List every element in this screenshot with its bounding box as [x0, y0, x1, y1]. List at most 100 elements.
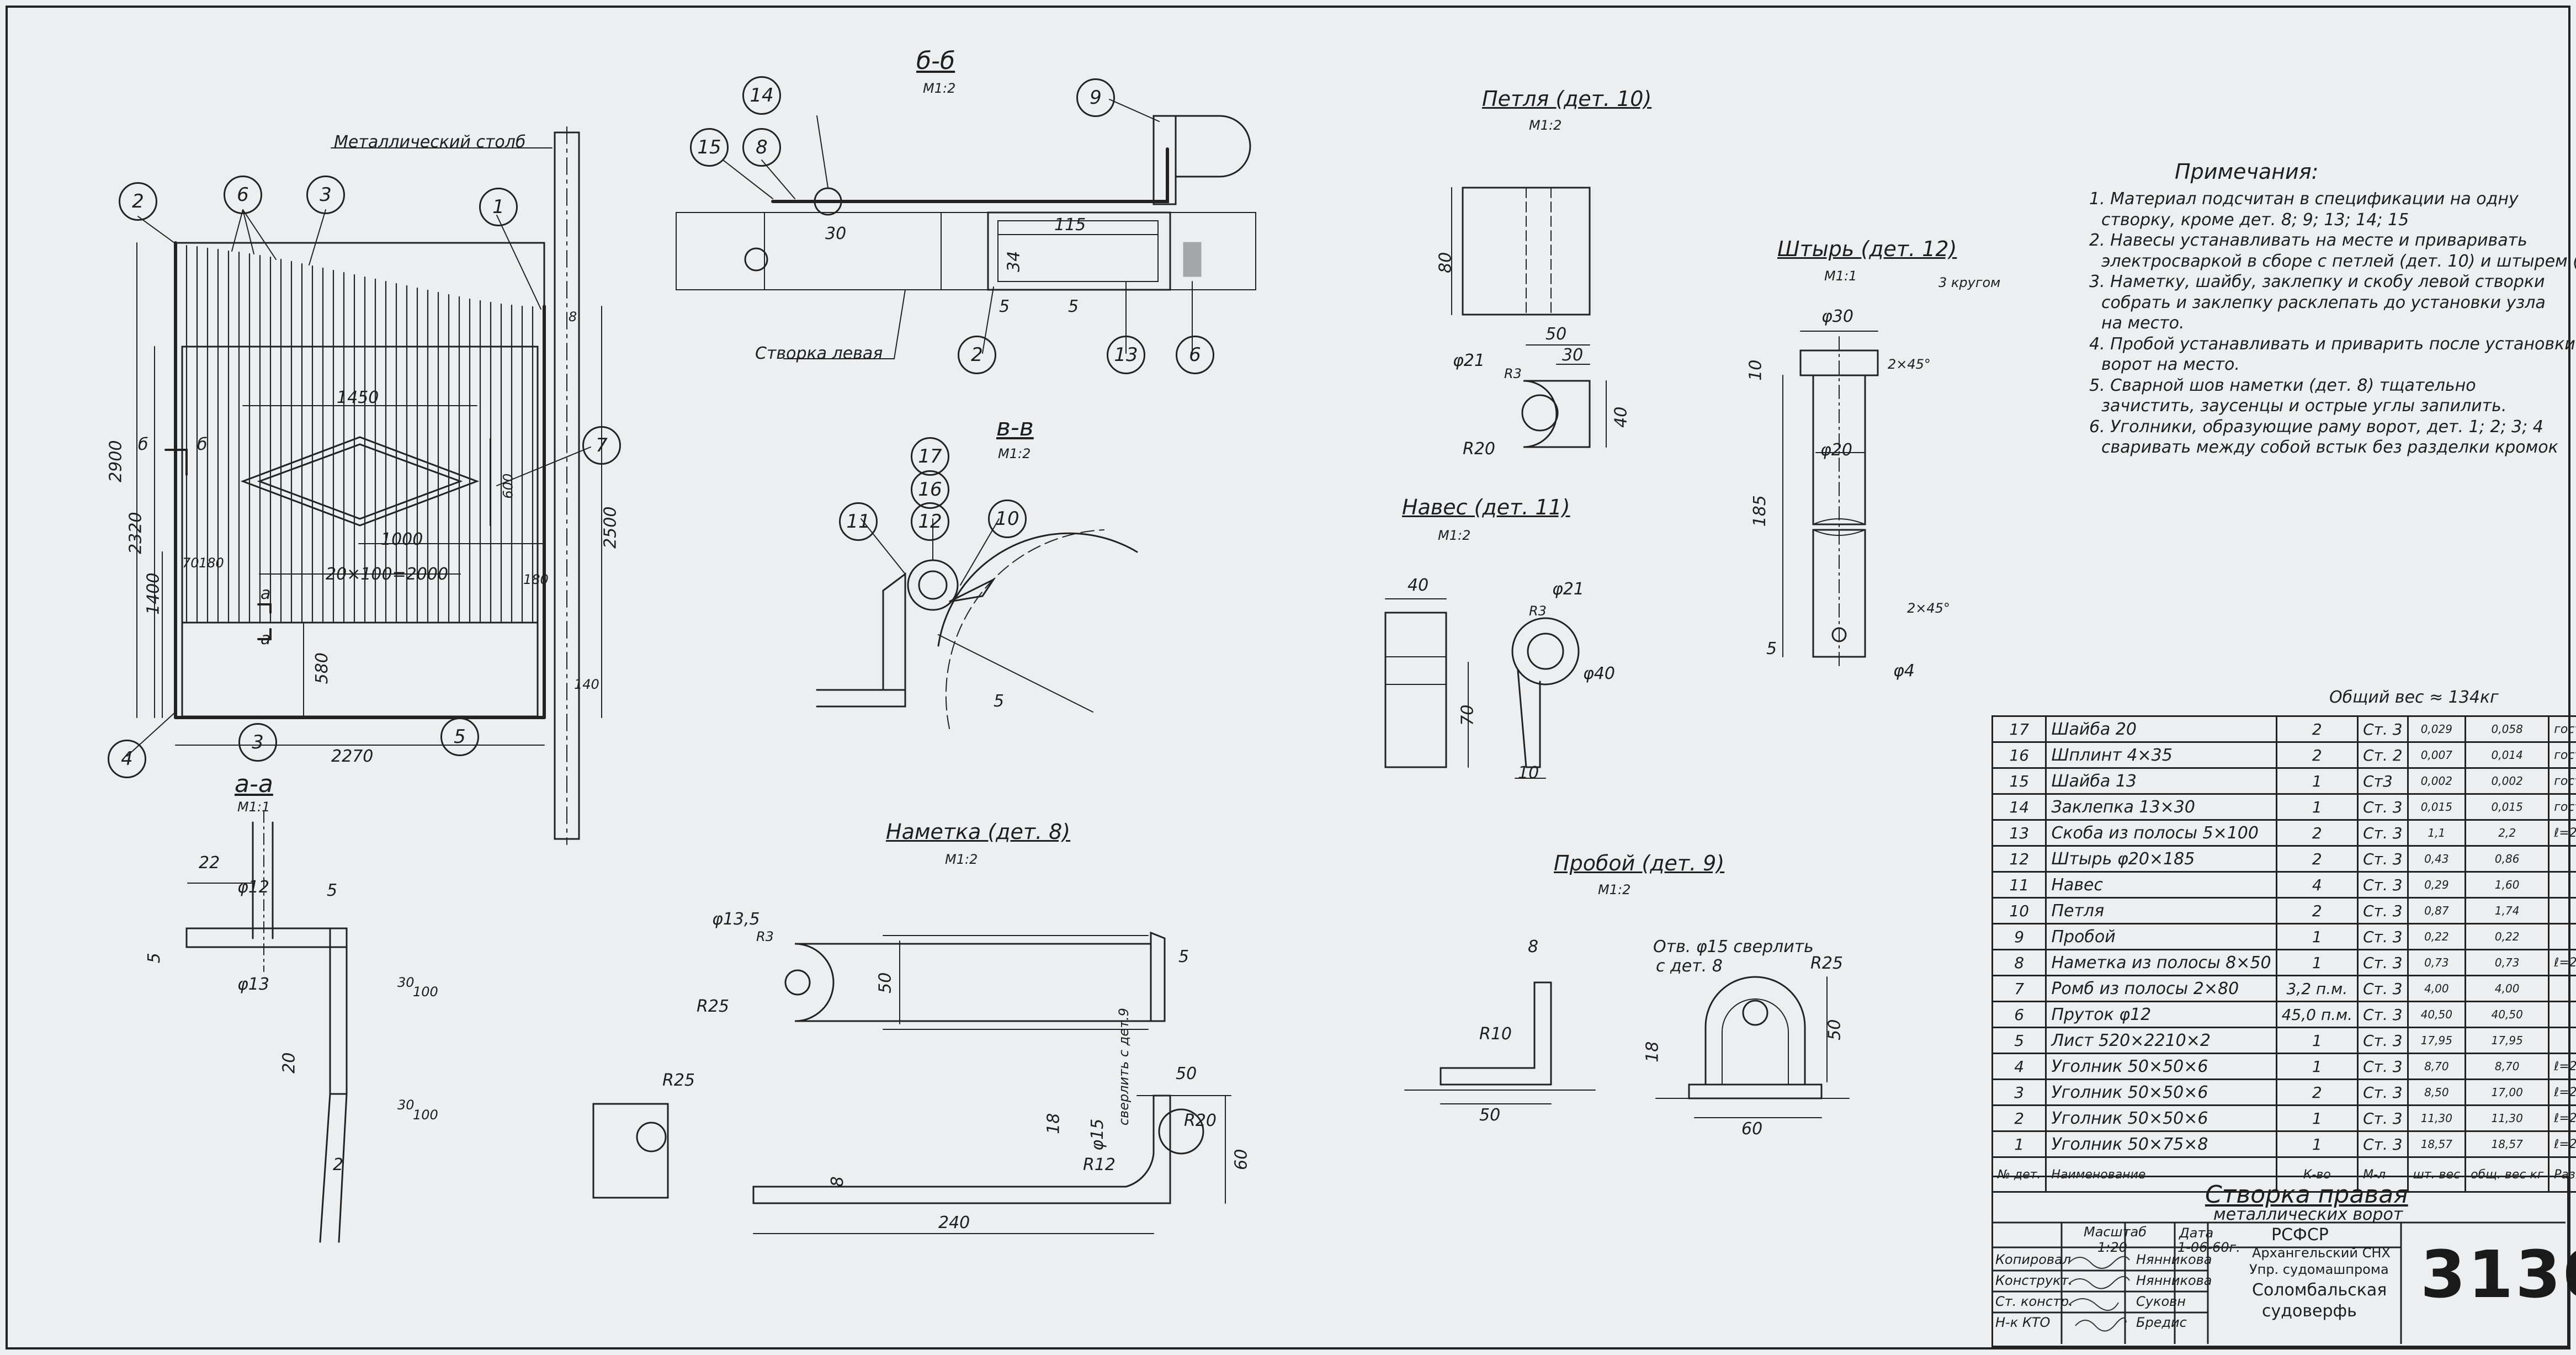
spec-cell-w1: 0,015 [2407, 793, 2467, 821]
spec-cell-w1: 18,57 [2407, 1130, 2467, 1158]
spec-cell-mat: Ст. 3 [2357, 949, 2409, 976]
callout-bubble: 13 [1107, 336, 1145, 374]
note-line: на место. [2101, 313, 2185, 333]
name-line: Бредис [2136, 1315, 2187, 1330]
dim-phi21: φ21 [1453, 351, 1485, 370]
spec-cell-size: ℓ=260 [2548, 819, 2576, 847]
spec-cell-n: 7 [1991, 975, 2047, 1002]
spec-cell-q: 2 [2275, 715, 2359, 743]
role-line: Конструкт. [1995, 1273, 2073, 1288]
spec-cell-q: 1 [2275, 793, 2359, 821]
spec-cell-name: Штырь φ20×185 [2045, 845, 2277, 873]
callout-bubble: 5 [440, 718, 479, 756]
callout-bubble: 2 [958, 336, 996, 374]
spec-cell-size: ℓ=2270 [2548, 1053, 2576, 1080]
spec-cell-w2: 17,00 [2465, 1078, 2550, 1106]
spec-cell-mat: Ст. 3 [2357, 897, 2409, 924]
callout-bubble: 2 [119, 182, 157, 221]
signature [2075, 1317, 2127, 1332]
dim-r3: R3 [756, 929, 774, 944]
signature [2068, 1276, 2130, 1289]
callout-bubble: 6 [1176, 336, 1214, 374]
org-line-1: РСФСР [2271, 1225, 2329, 1245]
dim-r25: R25 [697, 997, 730, 1016]
dim-r3-d10: R3 [1504, 366, 1522, 381]
note-line: 2. Навесы устанавливать на месте и прива… [2089, 231, 2527, 250]
section-bb-scale: М1:2 [923, 81, 956, 96]
dim-r12: R12 [1083, 1155, 1116, 1175]
spec-cell-size: ℓ=2900 [2548, 1104, 2576, 1132]
spec-cell-w2: 0,86 [2465, 845, 2550, 873]
note-line: створку, кроме дет. 8; 9; 13; 14; 15 [2101, 210, 2409, 230]
spec-cell-n: 3 [1991, 1078, 2047, 1106]
note-line: 4. Пробой устанавливать и приварить посл… [2089, 334, 2575, 354]
dim-phi30: φ30 [1821, 307, 1853, 326]
name-line: Суковн [2136, 1294, 2186, 1309]
spec-cell-name: Уголник 50×50×6 [2045, 1078, 2277, 1106]
dim-phi12: φ12 [237, 878, 269, 897]
dim-30: 30 [825, 224, 847, 243]
dim-phi13: φ13 [237, 975, 269, 994]
spec-cell-mat: Ст. 3 [2357, 1027, 2409, 1054]
total-weight: Общий вес ≈ 134кг [2329, 688, 2499, 707]
dim-r20-d10: R20 [1463, 439, 1496, 459]
spec-cell-size [2548, 923, 2576, 950]
section-aa-linework [185, 811, 348, 1243]
spec-cell-size [2548, 1027, 2576, 1054]
spec-cell-name: Ромб из полосы 2×80 [2045, 975, 2277, 1002]
dim-r25b: R25 [662, 1071, 695, 1090]
spec-cell-q: 2 [2275, 1078, 2359, 1106]
spec-header-mat: М-л [2357, 1156, 2409, 1193]
dim-phi20-d12: φ20 [1820, 440, 1852, 460]
scale-label: Масштаб [2084, 1224, 2147, 1240]
dim-50-d10: 50 [1545, 325, 1567, 344]
section-mark-b2: б [197, 435, 208, 454]
callout-bubble: 9 [1076, 78, 1115, 117]
spec-cell-q: 45,0 п.м. [2275, 1001, 2359, 1028]
dim-180: 180 [199, 555, 224, 571]
dim-30-d10: 30 [1562, 346, 1584, 365]
section-mark-b1: б [138, 435, 148, 454]
callout-bubble: 8 [742, 128, 781, 167]
spec-cell-q: 1 [2275, 767, 2359, 795]
dim-phi4: φ4 [1893, 661, 1915, 681]
spec-cell-name: Заклепка 13×30 [2045, 793, 2277, 821]
dim-2270: 2270 [331, 747, 374, 766]
dim-240: 240 [938, 1213, 970, 1232]
spec-cell-name: Шайба 13 [2045, 767, 2277, 795]
dim-115: 115 [1054, 215, 1086, 235]
spec-cell-mat: Ст. 3 [2357, 871, 2409, 899]
spec-cell-mat: Ст. 3 [2357, 845, 2409, 873]
spec-cell-w1: 17,95 [2407, 1027, 2467, 1054]
note-line: сваривать между собой встык без разделки… [2101, 438, 2558, 457]
spec-cell-mat: Ст. 2 [2357, 741, 2409, 769]
section-mark-a1: а [261, 584, 271, 603]
dim-22: 22 [199, 853, 220, 873]
spec-cell-w1: 0,007 [2407, 741, 2467, 769]
detail-9-title: Пробой (дет. 9) [1554, 851, 1725, 875]
dim-180b: 180 [523, 572, 549, 587]
callout-bubble: 4 [108, 740, 146, 778]
weld-100: 100 [413, 984, 438, 1000]
dim-r3-d11: R3 [1529, 603, 1547, 619]
spec-cell-name: Лист 520×2210×2 [2045, 1027, 2277, 1054]
spec-cell-n: 6 [1991, 1001, 2047, 1028]
spec-cell-size [2548, 871, 2576, 899]
spec-header-q: К-во [2275, 1156, 2359, 1193]
spec-cell-name: Пруток φ12 [2045, 1001, 2277, 1028]
scale-value: 1:20 [2097, 1240, 2127, 1255]
